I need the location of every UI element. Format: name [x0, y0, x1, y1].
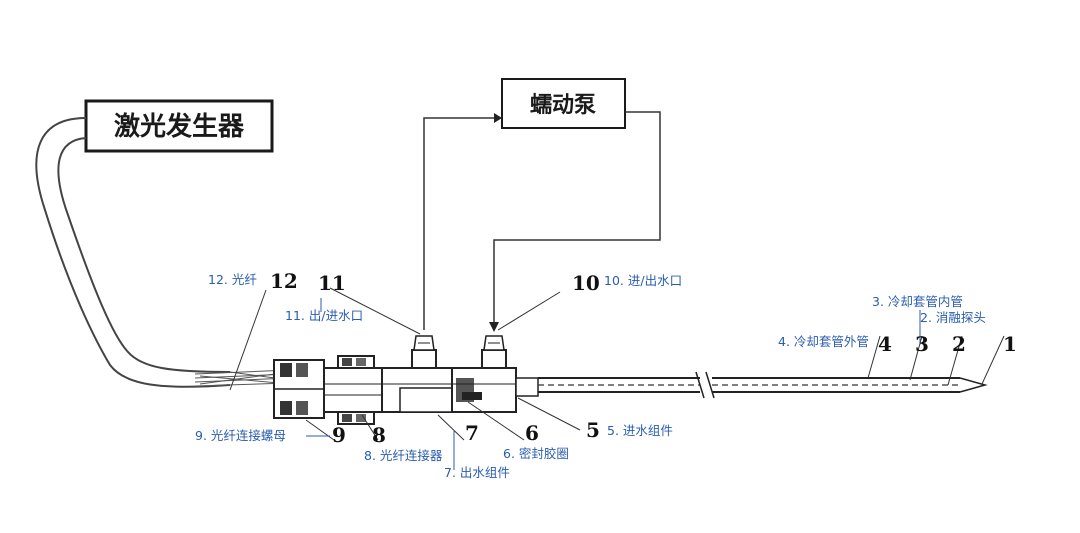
number-3: 3 [915, 332, 929, 356]
pump-lines [423, 111, 661, 330]
number-2: 2 [952, 332, 966, 356]
number-9: 9 [332, 423, 346, 447]
outlet-assembly [381, 335, 453, 413]
part-numbers: 1 2 3 4 5 6 7 8 9 10 11 12 [270, 269, 1017, 447]
laser-generator-label: 激光发生器 [114, 111, 245, 142]
cooling-cannula [538, 371, 988, 399]
label-outer-tube: 4. 冷却套管外管 [778, 334, 869, 349]
label-fiber-connector: 8. 光纤连接器 [364, 448, 443, 463]
number-4: 4 [878, 332, 892, 356]
number-12: 12 [270, 269, 298, 293]
label-inlet-outlet-port: 10. 进/出水口 [604, 273, 682, 288]
annotations: 2. 消融探头 3. 冷却套管内管 4. 冷却套管外管 5. 进水组件 6. 密… [195, 272, 986, 480]
label-seal-ring: 6. 密封胶圈 [503, 446, 569, 461]
number-10: 10 [572, 271, 600, 295]
label-optical-fiber: 12. 光纤 [208, 272, 257, 287]
connector-nut [273, 359, 325, 419]
label-inner-tube: 3. 冷却套管内管 [872, 294, 963, 309]
blue-connectors [306, 298, 921, 470]
number-11: 11 [318, 271, 346, 295]
pump-label: 蠕动泵 [530, 92, 596, 118]
laser-generator-box: 激光发生器 [84, 99, 274, 153]
number-5: 5 [586, 418, 600, 442]
label-ablation-probe: 2. 消融探头 [920, 310, 986, 325]
fiber-connector [323, 355, 383, 425]
fiber-cable [35, 117, 231, 388]
number-8: 8 [372, 423, 386, 447]
label-outlet-assembly: 7. 出水组件 [444, 465, 510, 480]
label-connector-nut: 9. 光纤连接螺母 [195, 428, 286, 443]
number-7: 7 [465, 421, 479, 445]
inlet-assembly [451, 335, 539, 413]
label-inlet-assembly: 5. 进水组件 [607, 423, 673, 438]
pump-box: 蠕动泵 [501, 78, 626, 129]
leader-lines [229, 287, 1005, 441]
flow-arrows [489, 113, 502, 332]
number-1: 1 [1003, 332, 1017, 356]
number-6: 6 [525, 421, 539, 445]
label-outlet-inlet-port: 11. 出/进水口 [285, 308, 363, 323]
